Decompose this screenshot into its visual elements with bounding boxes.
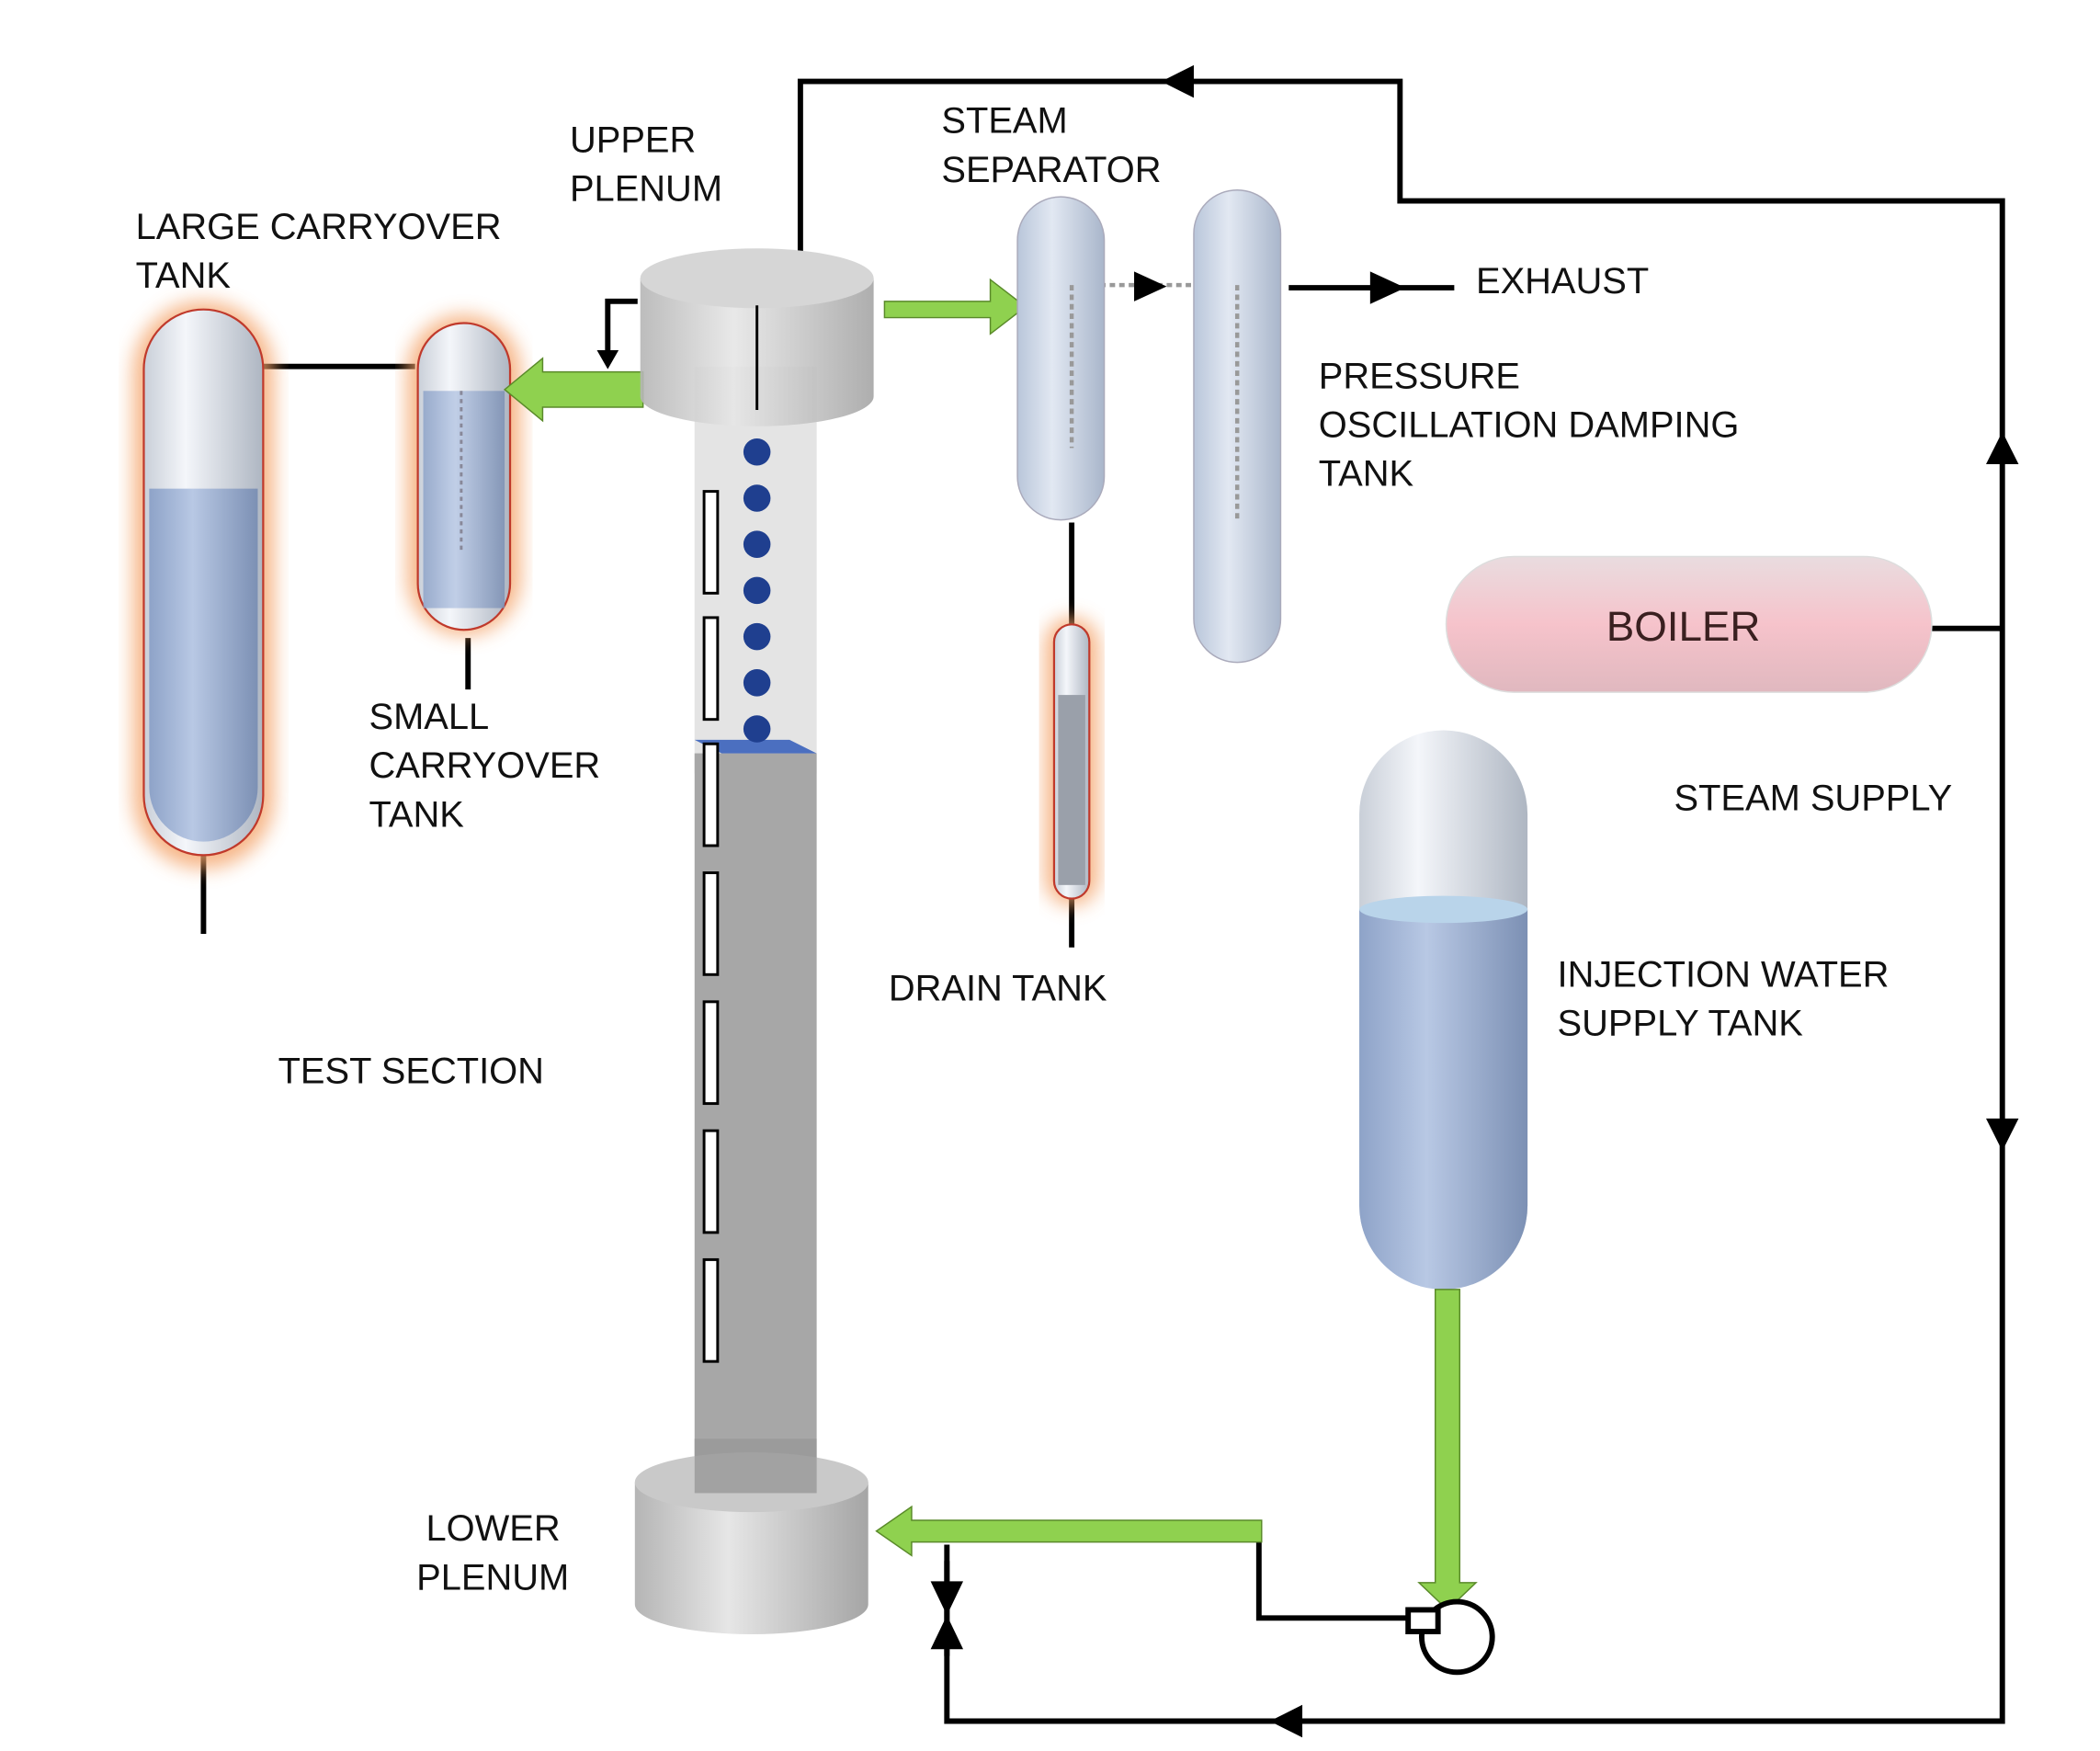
upper-plenum: [640, 248, 874, 426]
valve-icon: [930, 1581, 964, 1616]
arrow-down-icon: [1986, 1118, 2019, 1152]
steam-separator: [1016, 196, 1106, 521]
arrow-right-icon: [1134, 271, 1167, 301]
flow-arrow-to-small-tank: [503, 357, 644, 423]
steam-loop-pipes: [200, 64, 2019, 1738]
small-carryover-tank: [406, 314, 521, 636]
large-carryover-tank: [132, 301, 275, 870]
test-section-label: TEST SECTION: [278, 1051, 544, 1091]
drain-tank: [1044, 617, 1099, 905]
flow-arrow-to-lower-plenum: [875, 1505, 1263, 1557]
boiler-label: BOILER: [1606, 603, 1761, 650]
lower-plenum: [634, 1438, 868, 1634]
arrow-up-icon: [1986, 431, 2019, 465]
arrow-left-icon: [1161, 64, 1194, 98]
valve-icon: [930, 1615, 964, 1650]
pressure-oscillation-damping-tank: [1193, 189, 1282, 664]
exhaust-label: EXHAUST: [1476, 261, 1649, 301]
pump-icon: [1405, 1598, 1495, 1676]
arrow-right-icon: [1369, 271, 1406, 304]
flow-arrow-to-separator: [883, 278, 1027, 335]
arrow-down-icon: [596, 350, 619, 370]
steam-supply-label: STEAM SUPPLY: [1674, 779, 1953, 819]
injection-water-supply-tank: [1359, 730, 1528, 1290]
droplets: [743, 438, 771, 743]
arrow-left-icon: [1269, 1704, 1303, 1738]
flow-arrow-to-pump: [1417, 1289, 1478, 1611]
drain-tank-label: DRAIN TANK: [889, 968, 1107, 1008]
boiler: [1445, 555, 1933, 693]
test-section: [694, 366, 817, 1487]
